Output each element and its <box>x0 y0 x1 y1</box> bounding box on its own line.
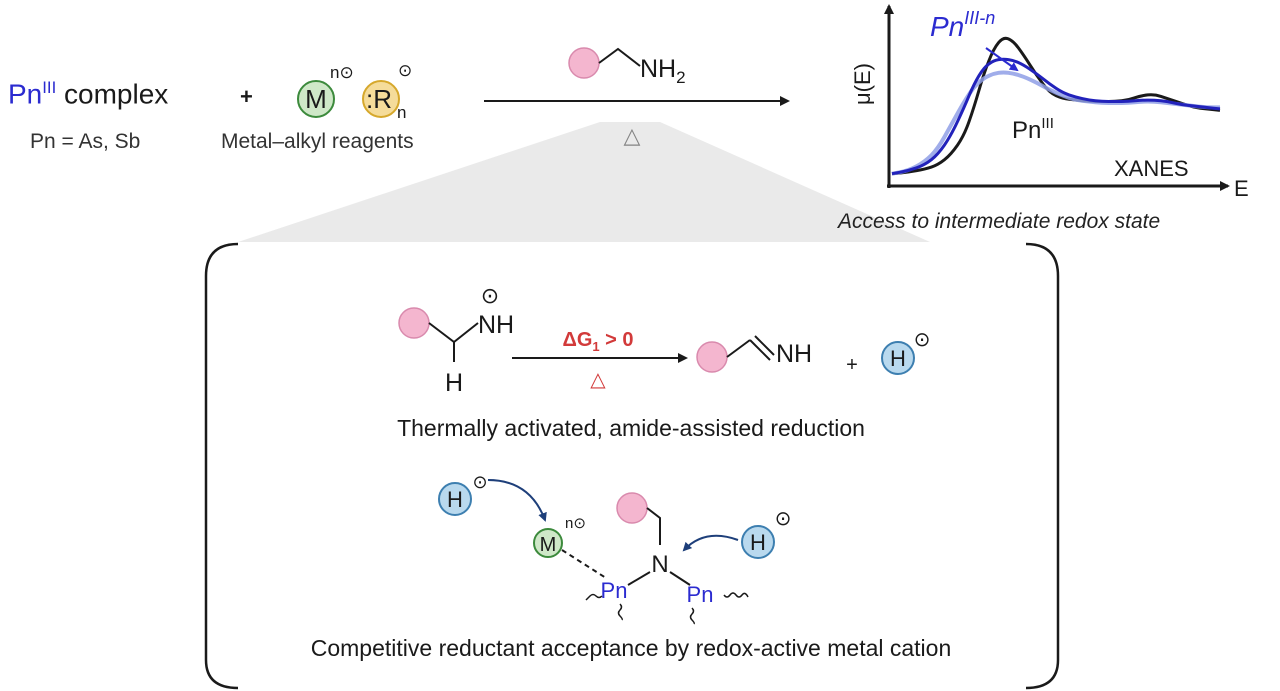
hydride-circle <box>881 341 915 375</box>
metal-pn-dashed-bond <box>561 549 607 579</box>
mechanism-box-bracket-right <box>1025 242 1060 690</box>
pn-left-ligand-wiggle-a <box>585 593 603 601</box>
bridging-amide-bonds <box>646 507 661 545</box>
xanes-intermediate-pointer <box>985 47 1019 72</box>
metal2-charge: n⊙ <box>565 515 586 532</box>
hydride-charge: ⊙ <box>914 327 931 351</box>
xanes-x-label: E <box>1234 176 1249 201</box>
n-pn-left-bond <box>627 571 651 586</box>
pn-left-ligand-wiggle-b <box>617 603 623 621</box>
xanes-caption: Access to intermediate redox state <box>838 210 1161 233</box>
step2-caption: Competitive reductant acceptance by redo… <box>310 635 952 661</box>
hydride2-circle <box>438 482 472 516</box>
imine-double-bond-a <box>749 339 771 361</box>
complex-text: complex <box>56 78 169 110</box>
alkyl-subscript: n <box>397 103 406 122</box>
step1-plus: + <box>846 354 858 376</box>
pn-right-atom: Pn <box>687 582 714 607</box>
metal-alkyl-label: Metal–alkyl reagents <box>221 130 414 153</box>
alkyl-anion-circle <box>362 80 400 118</box>
amide-bonds <box>428 322 479 344</box>
amide-charge: ⊙ <box>481 284 499 309</box>
imine-nh: NH <box>776 340 812 368</box>
xanes-series-pn3 <box>891 36 1221 176</box>
metal-charge: n⊙ <box>330 63 354 82</box>
amide-r-group-ball <box>398 307 430 339</box>
xanes-method-label: XANES <box>1114 156 1189 181</box>
hydride3-charge: ⊙ <box>775 506 792 530</box>
step1-caption: Thermally activated, amide-assisted redu… <box>397 415 865 441</box>
pn-right-ligand-wiggle-b <box>723 592 749 598</box>
amide-nh: NH <box>478 311 514 339</box>
hydride2-charge: ⊙ <box>472 472 487 493</box>
alkyl-letter: :R <box>366 84 392 114</box>
metal-cation-circle <box>297 80 335 118</box>
step1-dg-condition: ΔG1 > 0 <box>562 329 633 354</box>
pn-definition: Pn = As, Sb <box>30 130 141 153</box>
pn-right-ligand-wiggle-a <box>689 607 695 625</box>
amine-r-group-ball <box>568 47 600 79</box>
hydride2-letter: H <box>447 487 463 512</box>
imine-single-bond <box>726 339 751 358</box>
xanes-pn3-label: PnIII <box>1012 115 1054 144</box>
hydride3-letter: H <box>750 530 766 555</box>
pn-complex-label: PnIII complex <box>8 78 168 110</box>
pn-left-atom: Pn <box>601 578 628 603</box>
hydride2-to-metal-arrow <box>487 479 547 522</box>
xanes-chart: μ(E) E XANES PnIII-n PnIII <box>850 4 1249 201</box>
n-pn-right-bond <box>669 571 691 586</box>
alkyl-charge: ⊙ <box>398 61 412 80</box>
metal-letter: M <box>305 84 327 114</box>
bridging-nitrogen: N <box>651 551 668 578</box>
hydride3-circle <box>741 525 775 559</box>
mechanism-box-bracket-left <box>204 242 239 690</box>
step1-heat-symbol: △ <box>590 367 606 391</box>
pn-symbol: Pn <box>8 78 43 110</box>
zoom-funnel <box>238 122 930 242</box>
hydride3-to-nitrogen-arrow <box>682 534 739 552</box>
amide-h: H <box>445 369 463 397</box>
metal2-letter: M <box>540 534 557 556</box>
pn-oxidation: III <box>42 78 57 97</box>
imine-r-group-ball <box>696 341 728 373</box>
imine-double-bond-b <box>754 335 775 356</box>
xanes-intermediate-label: PnIII-n <box>930 8 995 42</box>
amine-bond <box>598 47 641 67</box>
metal2-circle <box>533 528 563 558</box>
amine-nh: NH2 <box>640 55 686 87</box>
hydride-letter: H <box>890 346 906 371</box>
xanes-y-label: μ(E) <box>850 63 875 105</box>
top-plus: + <box>240 84 253 109</box>
xanes-series-pn3-n <box>891 57 1221 176</box>
bridging-r-group-ball <box>616 492 648 524</box>
